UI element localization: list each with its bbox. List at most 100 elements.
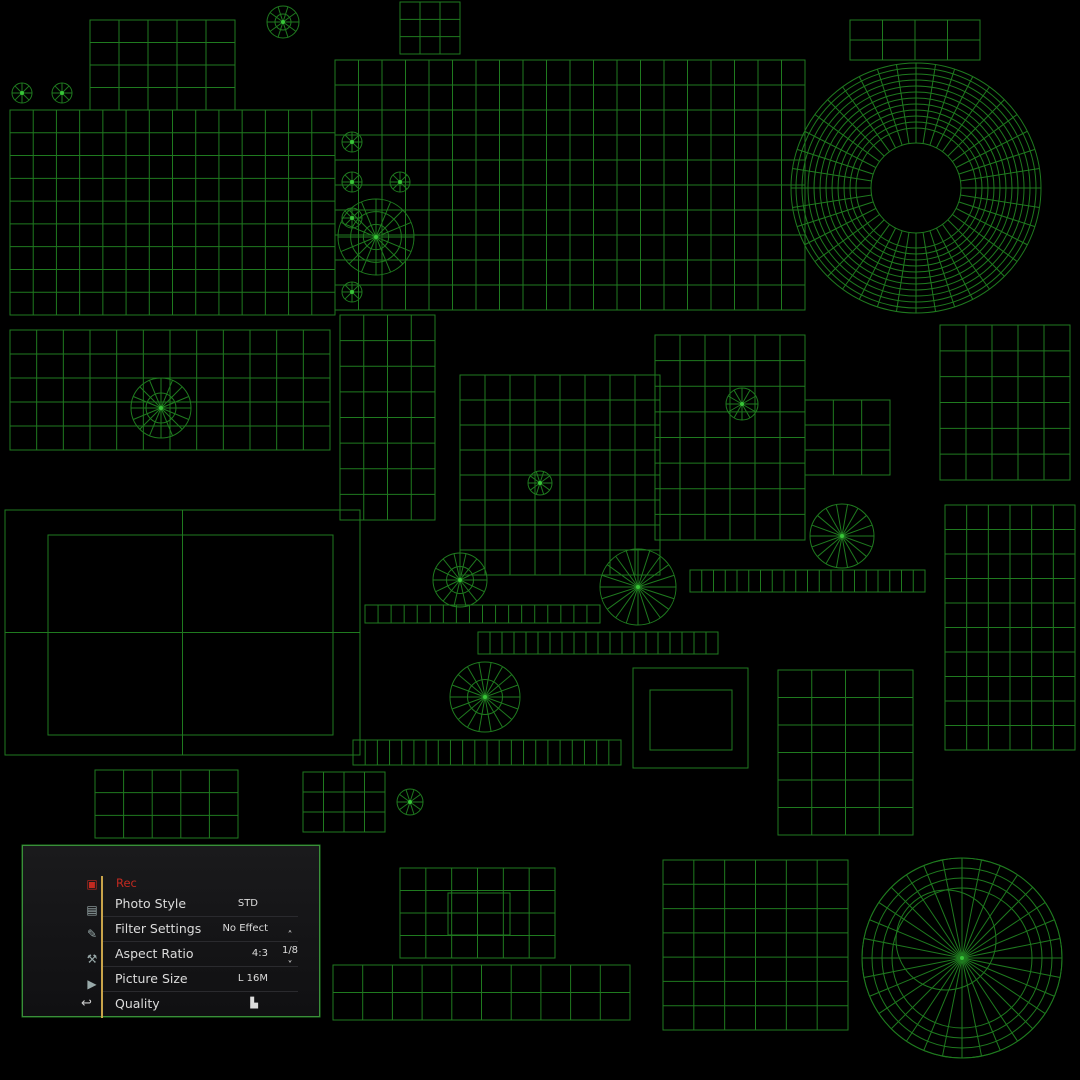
wire-shape <box>615 555 639 588</box>
wire-shape <box>350 290 354 294</box>
wire-shape <box>841 535 849 568</box>
wire-shape <box>282 6 289 23</box>
wire-shape <box>277 21 284 38</box>
wire-shape <box>350 180 354 184</box>
wire-shape <box>841 508 859 537</box>
wire-shape <box>399 1 461 55</box>
wire-shape <box>409 801 415 815</box>
video-icon[interactable]: ▤ <box>86 903 98 917</box>
wire-shape <box>961 957 1055 997</box>
wire-shape <box>160 386 183 409</box>
wire-shape <box>637 555 661 588</box>
menu-item-filter-settings[interactable]: Filter Settings No Effect <box>103 917 298 942</box>
wire-shape <box>484 696 519 710</box>
wire-shape <box>741 389 751 405</box>
wire-shape <box>457 696 486 720</box>
playback-icon[interactable]: ▶ <box>87 977 97 991</box>
wire-shape <box>840 534 844 538</box>
wire-shape <box>606 586 639 610</box>
wire-shape <box>878 957 963 1014</box>
wire-shape <box>863 957 963 978</box>
wire-shape <box>632 667 749 769</box>
wire-shape <box>741 403 751 419</box>
page-indicator[interactable]: ˄ 1/8 ˅ <box>281 930 299 971</box>
wire-shape <box>649 689 733 751</box>
wire-shape <box>961 859 982 959</box>
quality-icon: ▙ <box>250 998 258 1009</box>
wire-shape <box>458 578 462 582</box>
wire-shape <box>20 91 24 95</box>
wire-shape <box>350 140 354 144</box>
wire-shape <box>282 12 297 23</box>
wire-shape <box>539 482 551 491</box>
wire-shape <box>835 535 843 568</box>
wire-shape <box>375 209 404 238</box>
wire-shape <box>484 696 503 728</box>
wire-shape <box>825 535 843 564</box>
back-arrow-icon[interactable]: ↩ <box>81 996 92 1011</box>
wire-shape <box>459 579 485 593</box>
menu-item-quality[interactable]: Quality ▙ <box>103 992 298 1016</box>
wire-shape <box>961 919 1055 959</box>
menu-sidebar: ▣ ▤ ✎ ⚒ ▶ <box>79 876 101 1016</box>
wire-shape <box>961 957 1034 1030</box>
chevron-down-icon[interactable]: ˅ <box>287 960 293 971</box>
wire-shape <box>484 674 513 698</box>
wire-shape <box>282 21 289 38</box>
wire-shape <box>94 769 239 839</box>
menu-item-picture-size[interactable]: Picture Size L 16M <box>103 967 298 992</box>
wire-shape <box>149 380 162 409</box>
wire-shape <box>601 586 639 600</box>
wire-shape <box>277 6 284 23</box>
wire-shape <box>625 586 639 624</box>
wire-shape <box>825 508 843 537</box>
wire-shape <box>409 793 421 803</box>
chevron-up-icon[interactable]: ˄ <box>287 930 293 941</box>
menu-item-aspect-ratio[interactable]: Aspect Ratio 4:3 <box>103 942 298 967</box>
wire-shape <box>863 938 963 959</box>
wire-shape <box>961 957 982 1057</box>
wire-shape <box>467 696 486 728</box>
wire-shape <box>733 403 743 419</box>
wire-shape <box>348 236 377 265</box>
menu-item-photo-style[interactable]: Photo Style STD <box>103 892 298 917</box>
wire-shape <box>340 236 377 253</box>
wire-shape <box>374 235 378 239</box>
wire-shape <box>811 535 843 548</box>
wire-shape <box>841 535 859 564</box>
wire-shape <box>841 535 873 548</box>
wire-shape <box>817 535 843 557</box>
wire-shape <box>869 957 963 997</box>
wire-shape <box>961 902 1046 959</box>
wire-shape <box>961 886 1034 959</box>
wire-shape <box>467 666 486 698</box>
wire-shape <box>360 201 377 238</box>
wire-shape <box>408 800 412 804</box>
wire-shape <box>484 684 519 698</box>
wire-shape <box>281 20 285 24</box>
wire-shape <box>961 957 1018 1042</box>
wire-shape <box>159 406 163 410</box>
wire-shape <box>484 696 492 732</box>
wire-shape <box>637 574 675 588</box>
wire-shape <box>149 407 162 436</box>
wire-shape <box>375 201 392 238</box>
custom-icon[interactable]: ✎ <box>86 927 98 941</box>
wire-shape <box>269 12 284 23</box>
menu-divider <box>101 876 103 1018</box>
wire-shape <box>459 567 485 581</box>
wire-shape <box>282 21 297 32</box>
wire-shape <box>398 180 402 184</box>
camera-rec-icon[interactable]: ▣ <box>86 877 98 891</box>
wire-shape <box>878 902 963 959</box>
wire-shape <box>835 504 843 537</box>
wire-shape <box>637 550 651 588</box>
menu-header: Rec <box>116 876 137 890</box>
wire-shape <box>804 399 891 476</box>
wire-shape <box>841 535 867 557</box>
wrench-icon[interactable]: ⚒ <box>86 952 98 966</box>
wire-shape <box>47 534 334 736</box>
wire-shape <box>375 236 412 253</box>
wire-shape <box>484 662 492 698</box>
